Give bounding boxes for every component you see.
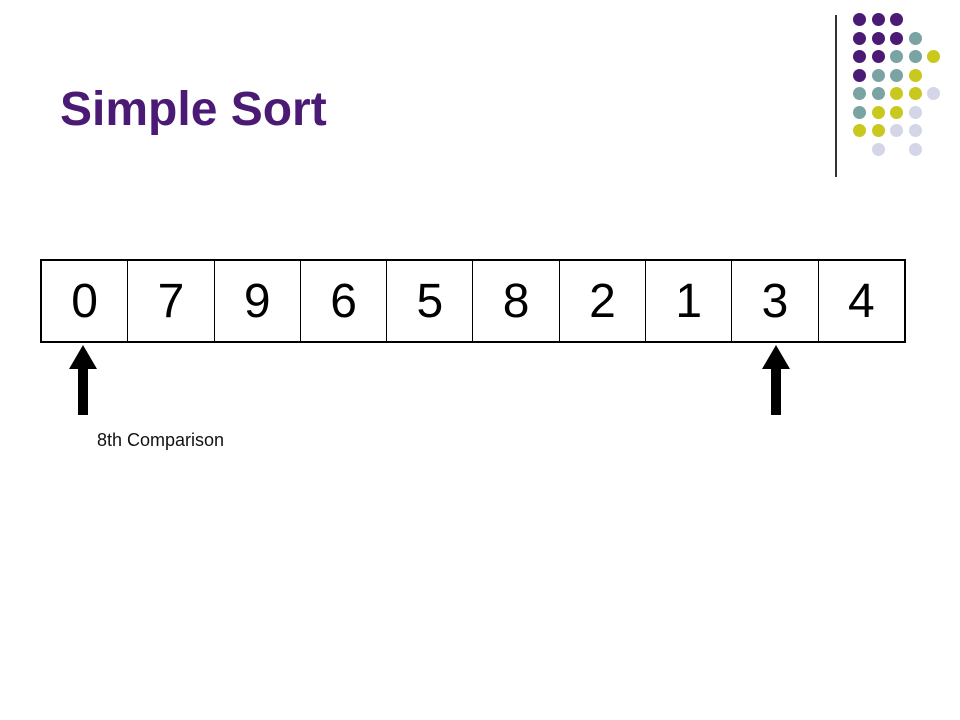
decorative-dot bbox=[890, 68, 903, 82]
comparison-caption: 8th Comparison bbox=[97, 430, 225, 450]
decorative-dot bbox=[927, 87, 940, 100]
decorative-dot bbox=[871, 124, 885, 137]
decorative-dot bbox=[890, 124, 903, 137]
decorative-dot bbox=[853, 124, 866, 137]
decorative-dot bbox=[871, 105, 885, 119]
decorative-dot bbox=[871, 87, 885, 100]
decorative-dot bbox=[908, 68, 922, 82]
decorative-dot bbox=[853, 31, 866, 45]
decorative-dot bbox=[908, 31, 922, 45]
decorative-dot bbox=[853, 13, 866, 26]
decorative-dot bbox=[871, 13, 885, 26]
decorative-dot bbox=[871, 142, 885, 156]
decorative-dot bbox=[853, 87, 866, 100]
decorative-dot bbox=[908, 50, 922, 63]
decorative-dot bbox=[890, 87, 903, 100]
decorative-dot bbox=[908, 142, 922, 156]
decorative-dot bbox=[890, 50, 903, 63]
array-cell: 8 bbox=[473, 261, 560, 341]
slide-title: Simple Sort bbox=[60, 83, 327, 136]
decorative-dot bbox=[908, 105, 922, 119]
array-cell: 3 bbox=[732, 261, 819, 341]
decorative-dot bbox=[853, 50, 866, 63]
decorative-dot bbox=[908, 124, 922, 137]
decorative-dot bbox=[853, 105, 866, 119]
decorative-dot bbox=[853, 68, 866, 82]
decorative-dot bbox=[871, 68, 885, 82]
array-cell: 6 bbox=[301, 261, 388, 341]
decorative-dot bbox=[871, 50, 885, 63]
array-cell: 2 bbox=[560, 261, 647, 341]
decorative-dot-grid bbox=[853, 13, 953, 158]
up-arrow-icon bbox=[69, 345, 98, 415]
array-cell: 0 bbox=[42, 261, 129, 341]
decorative-dot bbox=[890, 105, 903, 119]
up-arrow-icon bbox=[762, 345, 791, 415]
array-cell: 9 bbox=[215, 261, 301, 341]
decorative-dot bbox=[890, 13, 903, 26]
decorative-dot bbox=[890, 31, 903, 45]
array-cell: 5 bbox=[387, 261, 474, 341]
array-cell: 4 bbox=[847, 274, 875, 328]
decorative-dot bbox=[871, 31, 885, 45]
array-cell: 1 bbox=[646, 261, 733, 341]
decorative-dot bbox=[927, 50, 940, 63]
title-divider bbox=[835, 15, 837, 177]
array-cell: 7 bbox=[128, 261, 215, 341]
decorative-dot bbox=[908, 87, 922, 100]
